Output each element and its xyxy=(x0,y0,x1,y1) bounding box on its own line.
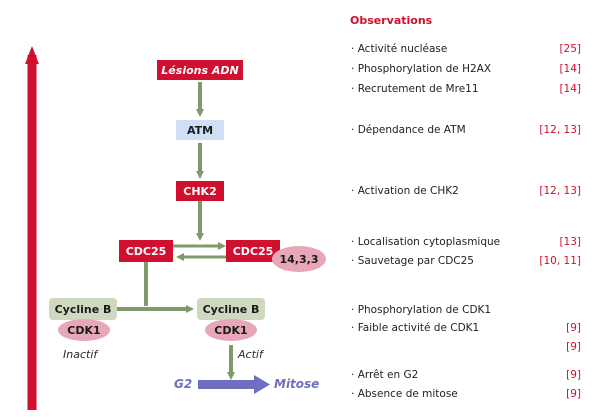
observation-item: · Faible activité de CDK1 [9] xyxy=(351,322,581,338)
observation-ref: [12, 13] xyxy=(539,124,581,136)
inactive-label: Inactif xyxy=(63,348,98,361)
cdk1-right-ellipse: CDK1 xyxy=(205,319,257,341)
cdc25-right-box: CDC25 xyxy=(226,240,280,262)
observation-item: · Activation de CHK2 [12, 13] xyxy=(351,185,581,201)
observation-ref: [10, 11] xyxy=(539,255,581,267)
g2-mitosis-arrow-body xyxy=(198,380,254,389)
observation-ref: [13] xyxy=(559,236,581,248)
observation-text: · Sauvetage par CDC25 xyxy=(351,255,474,267)
observation-text: · Phosphorylation de CDK1 xyxy=(351,304,492,316)
mitosis-label: Mitose xyxy=(274,377,320,391)
observation-item: · Localisation cytoplasmique [13] xyxy=(351,236,581,252)
lesions-adn-box: Lésions ADN xyxy=(157,60,243,80)
observation-item: · Arrêt en G2 [9] xyxy=(351,369,581,385)
observation-text: · Dépendance de ATM xyxy=(351,124,466,136)
chk2-label: CHK2 xyxy=(183,184,217,198)
observation-text: · Localisation cytoplasmique xyxy=(351,236,501,248)
observation-text: · Absence de mitose xyxy=(351,388,458,400)
chk2-box: CHK2 xyxy=(176,181,224,201)
observation-ref: [9] xyxy=(566,341,581,353)
observation-item: · Phosphorylation de CDK1 xyxy=(351,304,581,320)
observation-item: · Dépendance de ATM [12, 13] xyxy=(351,124,581,140)
observation-item: · Activité nucléase [25] xyxy=(351,43,581,59)
observation-text: · Activité nucléase xyxy=(351,43,448,55)
cdk1-left-label: CDK1 xyxy=(67,323,101,337)
cyclin-b-right-label: Cycline B xyxy=(202,302,260,316)
cyclin-b-right-box: Cycline B xyxy=(197,298,265,320)
observation-text: · Recrutement de Mre11 xyxy=(351,83,479,95)
protein-1433-label: 14,3,3 xyxy=(279,252,319,266)
active-label: Actif xyxy=(238,348,263,361)
observation-ref: [9] xyxy=(566,388,581,400)
cyclin-b-left-box: Cycline B xyxy=(49,298,117,320)
observation-ref: [9] xyxy=(566,369,581,381)
cdk1-left-ellipse: CDK1 xyxy=(58,319,110,341)
observation-ref: [25] xyxy=(559,43,581,55)
cdc25-left-label: CDC25 xyxy=(125,244,167,258)
observation-text: · Phosphorylation de H2AX xyxy=(351,63,492,75)
atm-label: ATM xyxy=(186,123,214,137)
observation-ref: [12, 13] xyxy=(539,185,581,197)
observation-text: · Faible activité de CDK1 xyxy=(351,322,480,334)
cdc25-right-label: CDC25 xyxy=(232,244,274,258)
lesions-adn-label: Lésions ADN xyxy=(161,63,239,77)
observation-item: · Phosphorylation de H2AX [14] xyxy=(351,63,581,79)
observation-text: · Arrêt en G2 xyxy=(351,369,419,381)
protein-1433-ellipse: 14,3,3 xyxy=(272,246,326,272)
observation-item: · Recrutement de Mre11 [14] xyxy=(351,83,581,99)
observation-item: [9] xyxy=(351,341,581,357)
atm-box: ATM xyxy=(176,120,224,140)
cyclin-b-left-label: Cycline B xyxy=(54,302,112,316)
observation-ref: [14] xyxy=(559,63,581,75)
observation-item: · Absence de mitose [9] xyxy=(351,388,581,404)
observations-title: Observations xyxy=(350,14,433,27)
cdk1-right-label: CDK1 xyxy=(214,323,248,337)
g2-label: G2 xyxy=(174,377,193,391)
observation-ref: [9] xyxy=(566,322,581,334)
observation-text: · Activation de CHK2 xyxy=(351,185,459,197)
cdc25-left-box: CDC25 xyxy=(119,240,173,262)
observation-item: · Sauvetage par CDC25 [10, 11] xyxy=(351,255,581,271)
observation-ref: [14] xyxy=(559,83,581,95)
g2-mitosis-arrow-head xyxy=(254,375,270,394)
